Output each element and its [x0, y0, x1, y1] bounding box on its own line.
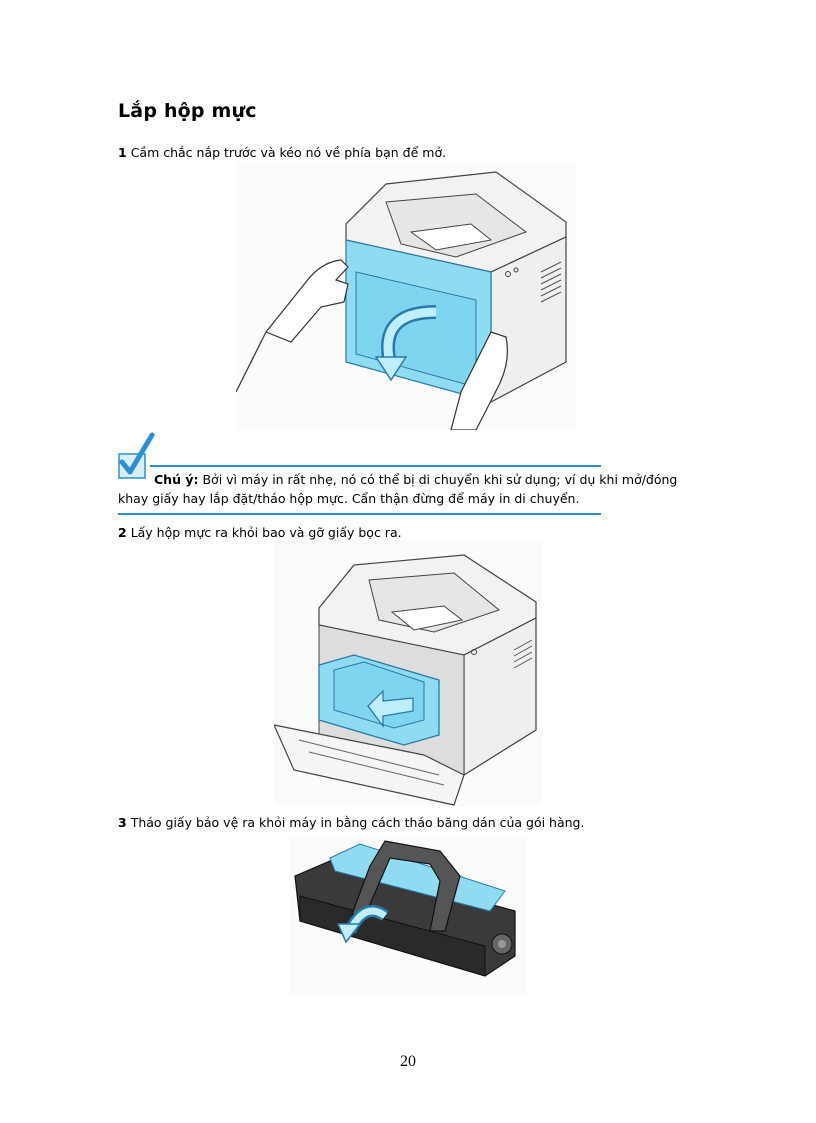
page-title: Lắp hộp mực — [118, 100, 257, 122]
step-1: 1 Cầm chắc nắp trước và kéo nó về phía b… — [118, 145, 446, 160]
step-2-number: 2 — [118, 525, 127, 540]
step-1-text: Cầm chắc nắp trước và kéo nó về phía bạn… — [130, 145, 447, 160]
figure-open-front-cover — [236, 162, 576, 430]
step-1-number: 1 — [118, 145, 127, 160]
note-text: Bởi vì máy in rất nhẹ, nó có thể bị di c… — [118, 472, 678, 506]
step-3: 3 Tháo giấy bảo vệ ra khỏi máy in bằng c… — [118, 815, 584, 830]
page-number: 20 — [400, 1053, 416, 1070]
figure-remove-cartridge — [274, 540, 542, 806]
note-label: Chú ý: — [154, 472, 199, 487]
step-2: 2 Lấy hộp mực ra khỏi bao và gỡ giấy bọc… — [118, 525, 402, 540]
checkmark-note-icon — [118, 432, 155, 479]
figure-remove-protective-paper — [290, 836, 526, 994]
note-bottom-rule — [118, 513, 601, 515]
step-2-text: Lấy hộp mực ra khỏi bao và gỡ giấy bọc r… — [130, 525, 402, 540]
note-block: Chú ý: Bởi vì máy in rất nhẹ, nó có thể … — [118, 470, 708, 508]
step-3-text: Tháo giấy bảo vệ ra khỏi máy in bằng các… — [130, 815, 585, 830]
step-3-number: 3 — [118, 815, 127, 830]
note-top-rule — [150, 465, 601, 467]
